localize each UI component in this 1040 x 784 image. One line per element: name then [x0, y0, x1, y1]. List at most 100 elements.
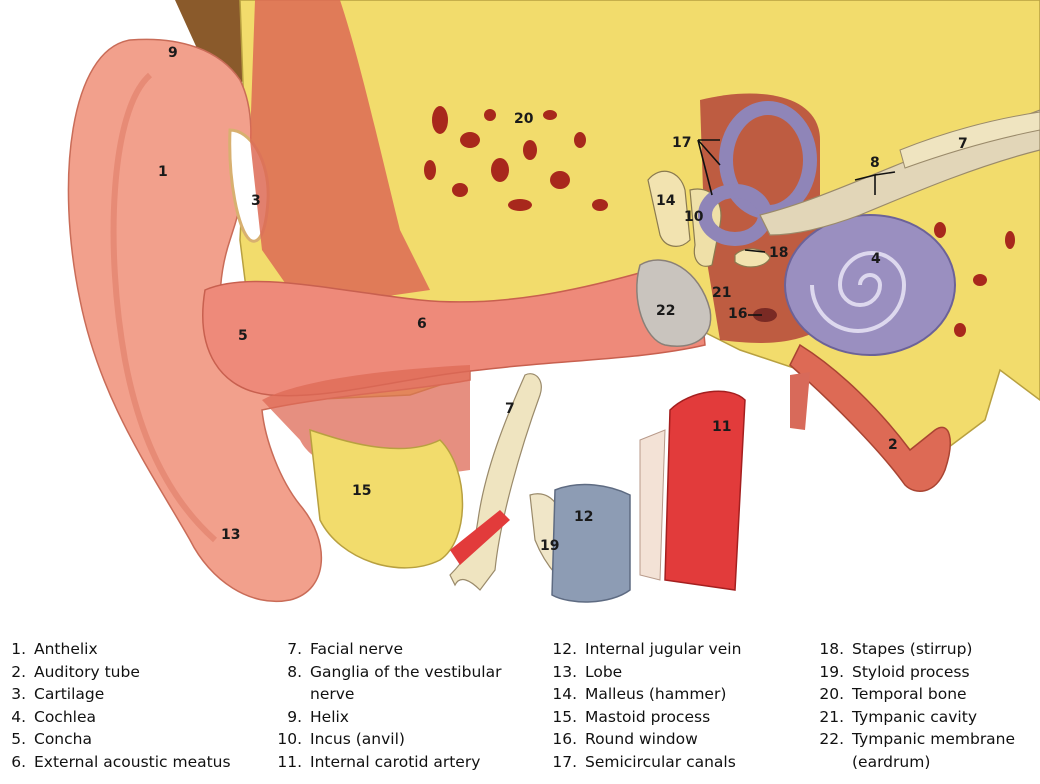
legend-item: 20.Temporal bone	[812, 683, 1015, 706]
anthelix-ridge	[110, 72, 217, 543]
internal-jugular-vein	[551, 483, 631, 603]
legend-item-text: Tympanic membrane	[852, 730, 1016, 749]
label-4: 4	[871, 251, 881, 267]
auditory-tube	[789, 343, 951, 492]
legend-item: 2. Auditory tube	[6, 661, 231, 684]
round-window	[753, 308, 777, 322]
label-7-lower: 7	[505, 401, 515, 417]
label-17: 17	[672, 135, 691, 151]
mastoid-process	[309, 428, 464, 569]
legend-item-text: nerve	[310, 685, 355, 704]
legend-item-text: Stapes (stirrup)	[852, 640, 973, 658]
auricle	[67, 38, 471, 603]
legend-item: 12. Internal jugular vein	[545, 638, 741, 661]
legend-item: 11. Internal carotid artery	[270, 751, 501, 774]
legend-item-text: Round window	[585, 730, 698, 749]
legend-item-number: 11.	[277, 752, 302, 771]
external-acoustic-meatus	[202, 269, 706, 397]
legend-item-text: Auditory tube	[34, 662, 140, 681]
legend-item-text: Internal jugular vein	[585, 640, 742, 658]
legend-item-number: 10.	[277, 730, 302, 749]
legend-item-number	[270, 683, 310, 706]
label-9: 9	[168, 45, 178, 61]
label-5: 5	[238, 328, 248, 344]
label-7-upper: 7	[958, 136, 968, 152]
label-18: 18	[769, 245, 788, 261]
legend-item-text: Incus (anvil)	[310, 730, 405, 749]
legend-item-number: 14.	[552, 685, 577, 704]
label-leader-lines	[697, 139, 896, 316]
legend-item: 22. Tympanic membrane	[812, 728, 1015, 751]
cochlea	[784, 214, 956, 356]
label-11: 11	[712, 419, 731, 435]
legend-item-text: Malleus (hammer)	[585, 685, 727, 704]
label-6: 6	[417, 316, 427, 332]
legend-item: 10. Incus (anvil)	[270, 728, 501, 751]
label-12: 12	[574, 509, 593, 525]
label-19: 19	[540, 538, 559, 554]
legend-item-number: 17.	[552, 752, 577, 771]
legend-item: (eardrum)	[812, 751, 1015, 774]
legend-item: 15. Mastoid process	[545, 706, 741, 729]
label-10: 10	[684, 209, 704, 225]
legend-item-text: Temporal bone	[852, 685, 967, 704]
legend-item: 16. Round window	[545, 728, 741, 751]
label-15: 15	[352, 483, 371, 499]
legend-item-text: External acoustic meatus	[34, 752, 231, 771]
label-2: 2	[888, 437, 898, 453]
legend-item-text: Anthelix	[34, 640, 98, 658]
legend-item: 9. Helix	[270, 706, 501, 729]
bone-marrow-spots	[424, 106, 1015, 337]
label-16: 16	[728, 306, 747, 322]
upper-soft-tissue	[250, 0, 430, 300]
legend-item-text: Internal carotid artery	[310, 752, 481, 771]
label-1: 1	[158, 164, 168, 180]
legend-item: 18. Stapes (stirrup)	[812, 638, 1015, 661]
legend-item: 13. Lobe	[545, 661, 741, 684]
legend-item: 1. Anthelix	[6, 638, 231, 661]
legend-item-number: 3.	[11, 685, 26, 704]
legend-item-number: 9.	[287, 707, 302, 726]
legend-item: 4. Cochlea	[6, 706, 231, 729]
legend-item-number: 4.	[11, 707, 26, 726]
legend-item-number: 22.	[819, 730, 844, 749]
tympanic-membrane	[636, 259, 712, 347]
legend-item-text: Mastoid process	[585, 707, 711, 726]
legend-item-text: (eardrum)	[852, 752, 931, 771]
legend-item-number	[812, 751, 852, 774]
label-14: 14	[656, 193, 676, 209]
legend-item-number: 13.	[552, 662, 577, 681]
legend-item-text: Helix	[310, 707, 349, 726]
artery-side-strip	[639, 429, 666, 581]
legend-item-number: 2.	[11, 662, 26, 681]
legend-item-text: Lobe	[585, 662, 623, 681]
legend-item-text: Cochlea	[34, 707, 96, 726]
legend-item-number: 6.	[11, 752, 26, 771]
legend-item: 6. External acoustic meatus	[6, 751, 231, 774]
internal-carotid-artery	[664, 390, 746, 591]
legend-item-text: Ganglia of the vestibular	[310, 662, 502, 681]
small-artery	[450, 510, 510, 565]
legend-item-number: 5.	[11, 730, 26, 749]
legend-item-number: 1.	[11, 640, 26, 658]
label-20: 20	[514, 111, 534, 127]
legend-item-number: 16.	[552, 730, 577, 749]
legend-item-text: Styloid process	[852, 662, 970, 681]
legend-column-3: 12. Internal jugular vein 13. Lobe 14. Malleu…	[545, 638, 741, 774]
label-22: 22	[656, 303, 675, 319]
legend-item-text: Tympanic cavity	[852, 707, 977, 726]
label-13: 13	[221, 527, 240, 543]
legend-item-number: 15.	[552, 707, 577, 726]
legend-item: 21.Tympanic cavity	[812, 706, 1015, 729]
legend-item: 17.Semicircular canals	[545, 751, 741, 774]
legend-item-number: 12.	[552, 640, 577, 658]
legend-item-text: Concha	[34, 730, 92, 749]
label-8: 8	[870, 155, 880, 171]
malleus	[647, 170, 691, 247]
label-3: 3	[251, 193, 261, 209]
legend-item-number: 18.	[819, 640, 844, 658]
legend-item-number: 7.	[287, 640, 302, 658]
legend-item: nerve	[270, 683, 501, 706]
